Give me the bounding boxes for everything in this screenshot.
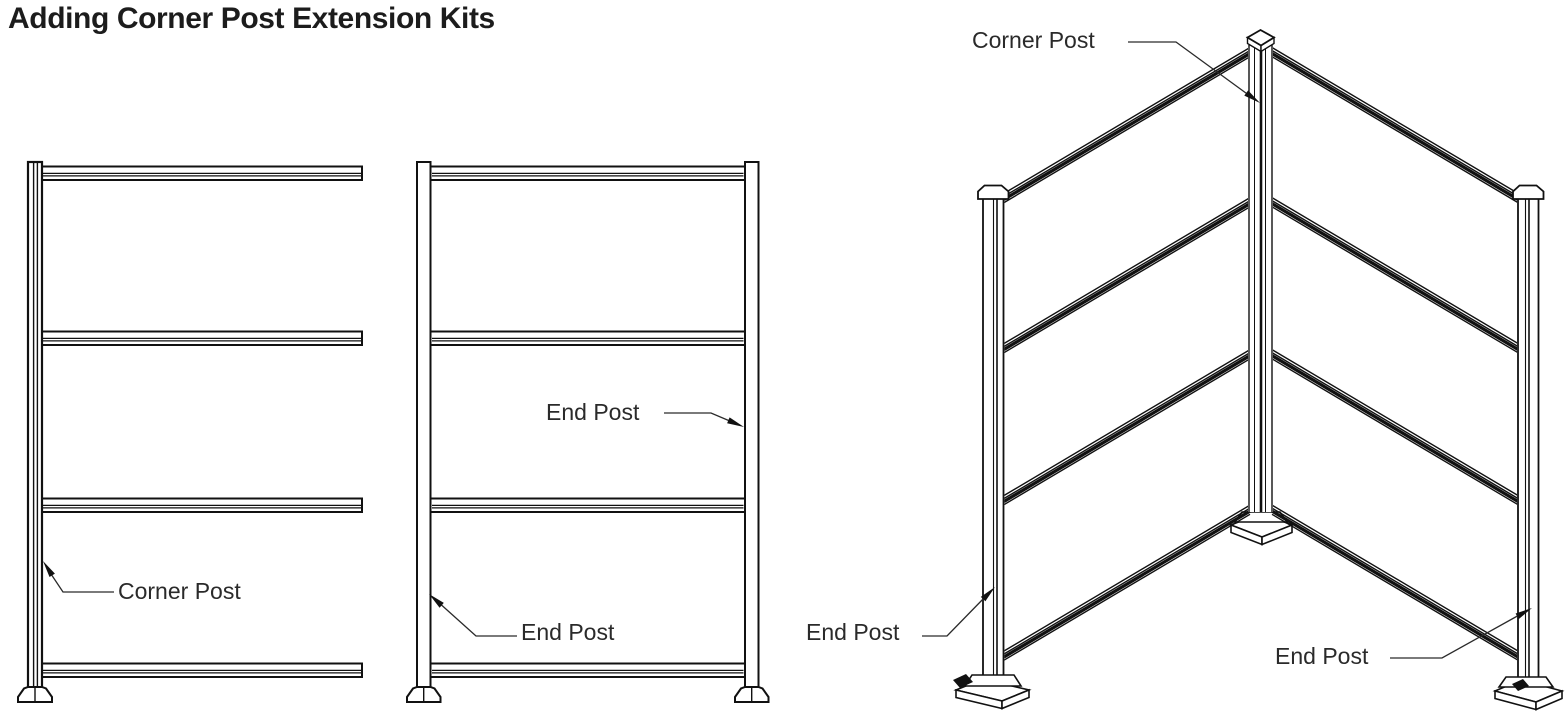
leader-line bbox=[922, 595, 987, 637]
leader-arrowhead bbox=[429, 594, 444, 608]
end-post-panel-front-view bbox=[406, 161, 770, 703]
callout-leaders bbox=[43, 41, 1532, 659]
iso-panel-rail bbox=[1271, 196, 1519, 354]
iso-corner-post bbox=[1245, 28, 1276, 512]
panel-rail bbox=[41, 330, 363, 346]
leader-arrowhead bbox=[1244, 90, 1260, 103]
corner-post-foot bbox=[1228, 511, 1295, 546]
label-iso-corner-post: Corner Post bbox=[972, 27, 1095, 53]
foot-connector bbox=[1512, 679, 1529, 691]
iso-post-foot bbox=[1492, 676, 1565, 711]
post-foot bbox=[17, 686, 53, 703]
end-post bbox=[416, 161, 432, 689]
label-iso-end-post-right: End Post bbox=[1275, 643, 1369, 669]
panel-rail bbox=[41, 497, 363, 513]
label-corner-post: Corner Post bbox=[118, 578, 241, 604]
iso-panel-rail bbox=[1003, 348, 1251, 506]
panel-rail bbox=[429, 330, 746, 346]
post-top-cap bbox=[1245, 28, 1276, 47]
corner-post bbox=[26, 160, 44, 690]
iso-end-post bbox=[1512, 184, 1545, 678]
page-title: Adding Corner Post Extension Kits bbox=[8, 2, 495, 35]
leader-line bbox=[664, 412, 732, 423]
corner-post-panel-front-view bbox=[17, 160, 363, 703]
iso-panel-rail bbox=[1271, 504, 1519, 661]
label-end-post-lower: End Post bbox=[521, 619, 615, 645]
leader-line bbox=[436, 600, 517, 637]
leader-arrowhead bbox=[727, 417, 744, 427]
leader-arrowhead bbox=[43, 561, 55, 577]
panel-rail bbox=[429, 497, 746, 513]
leader-line bbox=[1390, 613, 1522, 659]
post-top-cap bbox=[1512, 184, 1545, 200]
iso-end-post bbox=[977, 184, 1010, 677]
panel-rail bbox=[429, 165, 746, 181]
corner-assembly-isometric-view bbox=[953, 28, 1565, 711]
post-top-cap bbox=[977, 184, 1010, 200]
leader-line bbox=[1128, 41, 1251, 97]
panel-rail bbox=[41, 165, 363, 181]
label-iso-end-post-left: End Post bbox=[806, 619, 900, 645]
iso-panel-rail bbox=[1003, 196, 1251, 354]
iso-post-foot bbox=[953, 674, 1032, 710]
panel-rail bbox=[429, 662, 746, 678]
foot-connector bbox=[953, 674, 973, 688]
post-foot bbox=[406, 686, 442, 703]
label-end-post-upper: End Post bbox=[546, 399, 640, 425]
post-foot bbox=[734, 686, 770, 703]
end-post bbox=[744, 161, 760, 689]
iso-panel-rail bbox=[1271, 348, 1519, 506]
iso-panel-rail bbox=[1271, 46, 1519, 204]
iso-panel-rail bbox=[1003, 504, 1251, 661]
leader-line bbox=[46, 567, 114, 593]
iso-panel-rail bbox=[1003, 46, 1251, 204]
leader-arrowhead bbox=[1515, 608, 1532, 620]
panel-rail bbox=[41, 662, 363, 678]
leader-arrowhead bbox=[980, 587, 995, 602]
